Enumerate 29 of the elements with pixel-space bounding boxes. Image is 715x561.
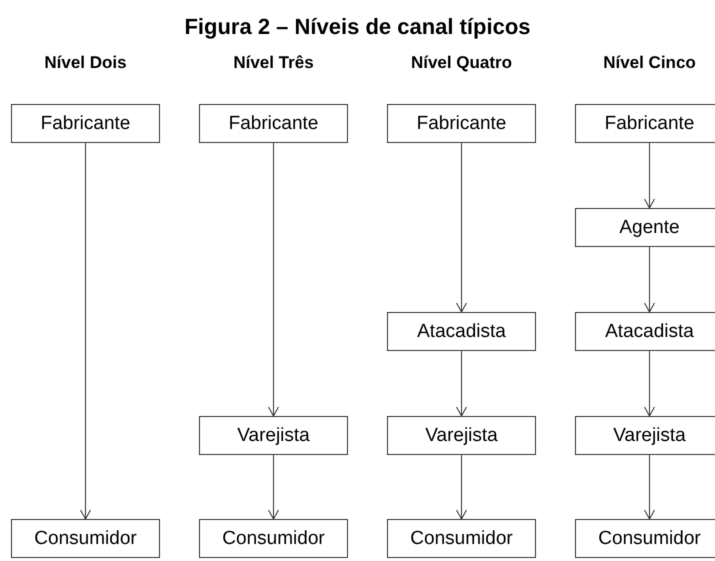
process-box: Fabricante	[11, 104, 160, 143]
arrow	[268, 454, 279, 520]
arrow	[456, 454, 467, 520]
arrow	[644, 454, 655, 520]
process-box: Atacadista	[387, 312, 536, 351]
process-box: Atacadista	[575, 312, 715, 351]
process-box: Fabricante	[387, 104, 536, 143]
process-box: Consumidor	[387, 519, 536, 558]
arrow	[268, 142, 279, 416]
process-box: Consumidor	[199, 519, 348, 558]
arrow	[456, 350, 467, 416]
column-heading: Nível Três	[232, 54, 315, 71]
column-heading: Nível Dois	[43, 54, 128, 71]
arrow	[644, 142, 655, 208]
process-box: Varejista	[575, 416, 715, 455]
process-box: Fabricante	[575, 104, 715, 143]
process-box: Agente	[575, 208, 715, 247]
diagram-title: Figura 2 – Níveis de canal típicos	[183, 16, 532, 38]
arrow	[644, 246, 655, 312]
process-box: Consumidor	[575, 519, 715, 558]
process-box: Varejista	[387, 416, 536, 455]
column-heading: Nível Quatro	[410, 54, 514, 71]
arrow	[456, 142, 467, 312]
process-box: Fabricante	[199, 104, 348, 143]
process-box: Varejista	[199, 416, 348, 455]
process-box: Consumidor	[11, 519, 160, 558]
arrow	[80, 142, 91, 520]
column-heading: Nível Cinco	[602, 54, 697, 71]
arrow	[644, 350, 655, 416]
